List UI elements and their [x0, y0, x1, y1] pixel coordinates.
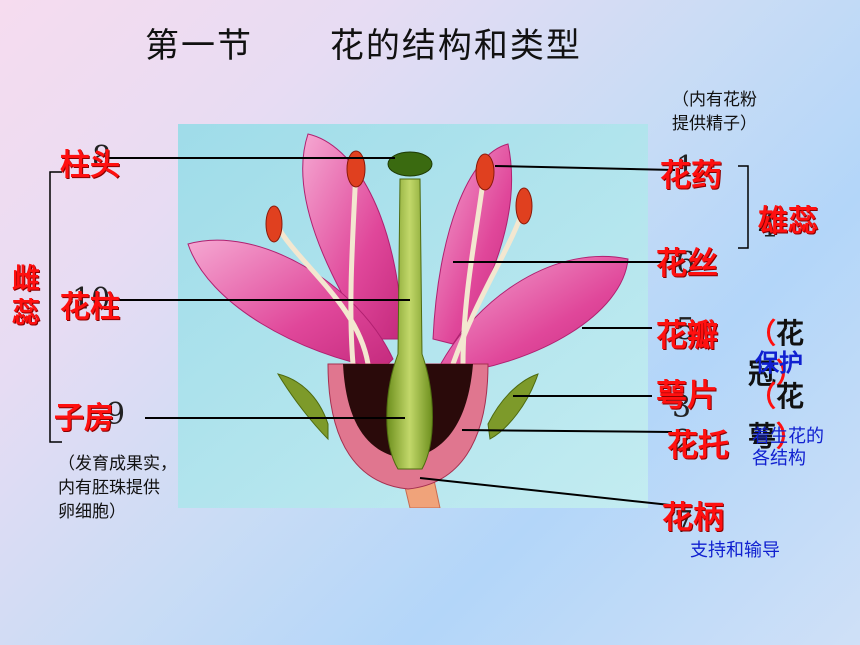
- pistil-brace: [49, 171, 62, 443]
- numeral-stamen: 4: [758, 210, 778, 245]
- receptacle-note: 着生花的 各结构: [752, 426, 824, 469]
- leader-pedicel: [419, 477, 671, 506]
- numeral-anther: 1: [676, 150, 696, 185]
- label-calyx-group: （花萼）: [748, 380, 805, 453]
- label-anther: 花药: [660, 158, 722, 194]
- page-title: 第一节 花的结构和类型: [145, 26, 582, 66]
- label-receptacle: 花托: [667, 428, 729, 464]
- label-stigma: 柱头: [60, 148, 120, 183]
- numeral-sepal: 3: [672, 390, 692, 425]
- leader-anther: [494, 165, 676, 171]
- label-ovary: 子房: [54, 401, 114, 436]
- label-corolla-group: （花冠）: [748, 317, 805, 390]
- flower-illustration: [178, 124, 648, 509]
- pedicel-note: 支持和输导: [690, 540, 780, 561]
- label-pistil: 雌蕊: [12, 262, 41, 329]
- ovary-note: （发育成果实， 内有胚珠提供 卵细胞）: [58, 454, 177, 522]
- numeral-ovary: 9: [106, 397, 126, 432]
- numeral-receptacle: 2: [674, 424, 694, 459]
- label-filament: 花丝: [656, 246, 718, 282]
- numeral-filament: 6: [676, 246, 696, 281]
- sepal-left: [276, 373, 329, 441]
- label-corolla: 花冠: [748, 317, 805, 390]
- numeral-petal: 5: [676, 312, 696, 347]
- numeral-stigma: 8: [92, 140, 112, 175]
- petal-left-wide: [187, 239, 394, 370]
- label-petal: 花瓣: [656, 318, 718, 354]
- numeral-pedicel: 7: [674, 505, 694, 540]
- label-stamen: 雄蕊: [758, 204, 818, 239]
- anther-note: （内有花粉 提供精子）: [672, 90, 757, 134]
- label-protect: 保护: [755, 349, 803, 377]
- petal-right-wide: [437, 255, 629, 375]
- label-calyx: 花萼: [748, 380, 805, 453]
- leader-receptacle: [461, 429, 673, 433]
- stamen-brace: [738, 165, 749, 249]
- numeral-style: 10: [72, 282, 111, 317]
- label-style: 花柱: [60, 290, 120, 325]
- flower-diagram: [178, 124, 648, 509]
- label-sepal: 萼片: [656, 378, 718, 414]
- label-pedicel: 花柄: [662, 500, 724, 536]
